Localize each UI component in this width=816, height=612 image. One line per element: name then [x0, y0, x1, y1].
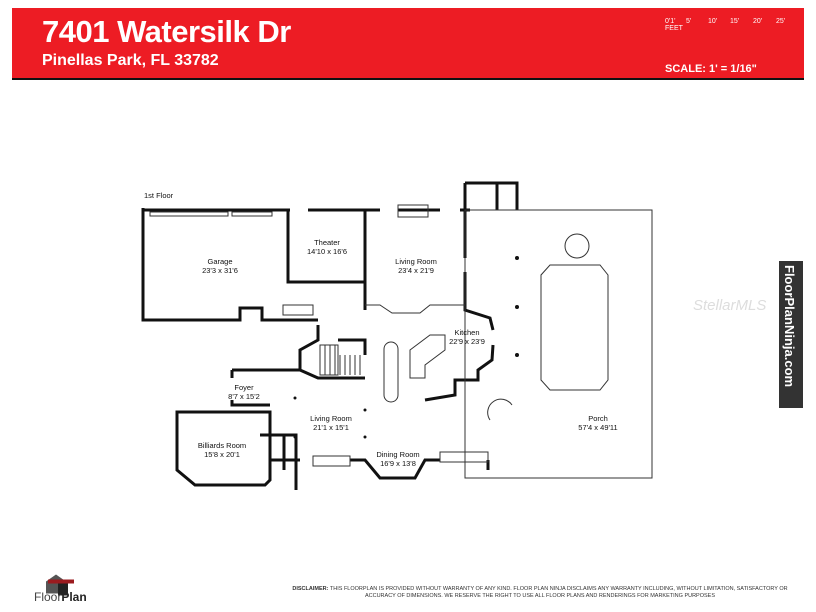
room-dims: 23'4 x 21'9	[398, 266, 434, 275]
room-name: Garage	[207, 257, 233, 266]
fireplace-top	[397, 204, 429, 218]
room-name: Living Room	[395, 257, 437, 266]
room-dims: 15'8 x 20'1	[204, 450, 240, 459]
scale-tick: 5'	[686, 18, 692, 25]
stairs	[319, 344, 361, 376]
room-name: Dining Room	[376, 450, 420, 459]
room-dims: 22'9 x 23'9	[449, 337, 485, 346]
room-name: Living Room	[310, 414, 352, 423]
room-dims: 8'7 x 15'2	[228, 392, 260, 401]
room-name: Kitchen	[454, 328, 480, 337]
foyer-walls	[230, 368, 300, 407]
stair-walls	[298, 325, 367, 380]
watermark: StellarMLS	[693, 297, 767, 314]
disclaimer-text: THIS FLOORPLAN IS PROVIDED WITHOUT WARRA…	[329, 586, 788, 599]
laundry-counter	[282, 304, 314, 316]
disclaimer: DISCLAIMER: THIS FLOORPLAN IS PROVIDED W…	[290, 586, 790, 600]
billiards-walls	[175, 410, 272, 487]
theater-walls	[286, 210, 367, 310]
brand-text: FloorPlanNinja.com	[782, 265, 797, 388]
room-dims: 14'10 x 16'6	[307, 247, 347, 256]
porch-outline	[464, 209, 653, 479]
top-bath	[465, 181, 519, 210]
room-name: Billiards Room	[197, 441, 247, 450]
logo-word-floor: Floor	[34, 590, 62, 604]
scale-tick: 20'	[753, 18, 763, 25]
feet-label: FEET	[665, 25, 683, 32]
scale-tick: 0'1'	[665, 18, 676, 25]
fireplace-bottom	[312, 455, 351, 467]
scale-label: SCALE: 1' = 1/16"	[665, 63, 757, 75]
vertical-brand-banner: FloorPlanNinja.com	[779, 261, 803, 408]
room-dims: 57'4 x 49'11	[578, 423, 618, 432]
floor-label: 1st Floor	[144, 191, 174, 200]
header-banner: 7401 Watersilk Dr Pinellas Park, FL 3378…	[12, 8, 804, 80]
bath-walls	[260, 433, 298, 490]
logo-word-plan: Plan	[61, 590, 87, 604]
room-name: Porch	[588, 414, 608, 423]
floorplan-logo-icon	[46, 574, 74, 596]
room-dims: 16'9 x 13'8	[380, 459, 416, 468]
scale-tick: 15'	[730, 18, 740, 25]
logo-text: FloorPlan	[34, 590, 87, 604]
east-upper-wall	[463, 183, 495, 331]
columns	[293, 256, 519, 439]
counter-ledge	[365, 304, 465, 314]
bar-counter	[383, 341, 399, 403]
city-subtitle: Pinellas Park, FL 33782	[42, 52, 219, 69]
kitchen-island	[409, 334, 446, 379]
disclaimer-label: DISCLAIMER:	[292, 586, 329, 592]
room-name: Theater	[314, 238, 340, 247]
spa	[564, 233, 590, 259]
pool	[540, 264, 609, 391]
room-name: Foyer	[234, 383, 254, 392]
kitchen-counter-south	[439, 451, 489, 463]
room-dims: 23'3 x 31'6	[202, 266, 238, 275]
kitchen-east-wall	[424, 344, 495, 402]
spiral-stair	[487, 398, 513, 421]
garage-door-1	[149, 211, 229, 217]
scale-tick: 10'	[708, 18, 718, 25]
garage-walls	[141, 208, 318, 322]
scale-tick: 25'	[776, 18, 786, 25]
garage-door-2	[231, 211, 273, 217]
room-dims: 21'1 x 15'1	[313, 423, 349, 432]
address-title: 7401 Watersilk Dr	[42, 14, 291, 49]
